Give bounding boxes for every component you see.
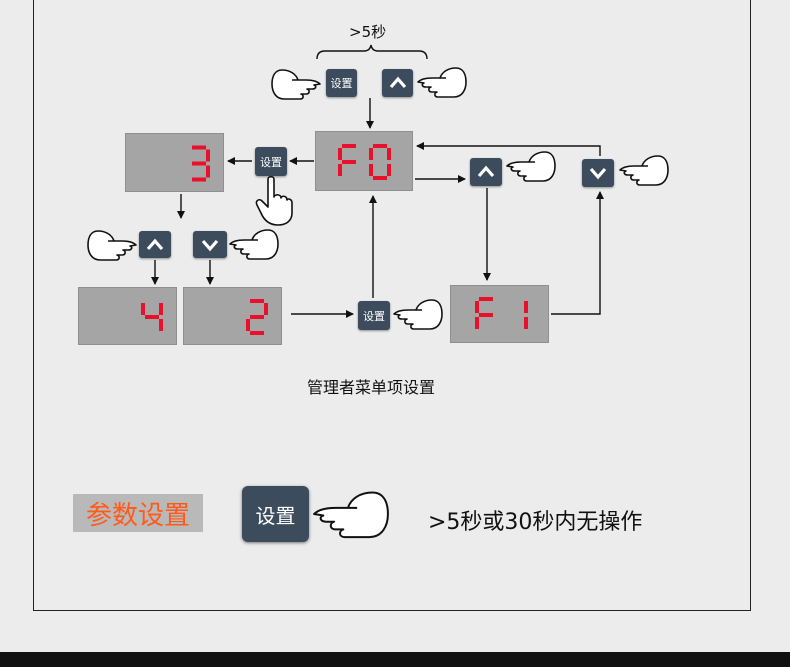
segment-c [159, 319, 163, 331]
display-4 [78, 287, 177, 345]
down-arrow-icon [201, 239, 219, 251]
segment-f [338, 148, 342, 160]
up-arrow-icon [389, 76, 406, 89]
segment-f [369, 148, 373, 160]
segment-b [387, 148, 391, 160]
up-button-right[interactable] [470, 158, 502, 186]
segment-a [250, 299, 264, 303]
segment-f [475, 301, 479, 313]
display-2 [183, 287, 282, 345]
display-f0-digits [338, 144, 391, 180]
hand-pointer-icon [619, 155, 669, 186]
display-3 [125, 133, 224, 192]
segment-g [479, 313, 493, 317]
hand-pointer-icon [271, 69, 321, 100]
segment-d [373, 176, 387, 180]
segment-c [387, 164, 391, 176]
segment-b [206, 149, 210, 162]
segment-b [159, 303, 163, 315]
hand-pointer-icon [229, 229, 279, 260]
segment-f [141, 303, 145, 315]
segment-c [524, 317, 528, 329]
segment-e [475, 317, 479, 329]
segment-a [342, 144, 356, 148]
display-2-digits [246, 299, 268, 335]
timer-label: >5秒 [349, 23, 387, 41]
segment-g [250, 315, 264, 319]
up-button-left[interactable] [139, 231, 171, 258]
display-f0 [315, 131, 413, 191]
down-arrow-icon [589, 167, 607, 180]
set-button-label: 设置 [363, 309, 385, 323]
segment-g [192, 161, 206, 166]
display-f1-digits [475, 297, 528, 329]
segment-a [373, 144, 387, 148]
segment-c [206, 165, 210, 178]
hand-pointer-icon [393, 299, 443, 330]
set-button-label: 设置 [330, 77, 353, 90]
set-button-bottom[interactable]: 设置 [358, 301, 390, 330]
segment-a [192, 145, 206, 150]
timeout-hint: >5秒或30秒内无操作 [428, 510, 643, 535]
display-f1 [450, 285, 549, 343]
up-arrow-icon [477, 165, 495, 178]
up-button-top[interactable] [382, 69, 413, 97]
hand-pointer-icon [313, 491, 389, 539]
set-button-label: 设置 [260, 155, 282, 169]
segment-g [342, 160, 356, 164]
segment-b [524, 301, 528, 313]
segment-d [250, 331, 264, 335]
hand-pointer-icon [87, 230, 137, 261]
up-arrow-icon [146, 238, 164, 250]
set-button-left[interactable]: 设置 [255, 147, 287, 176]
segment-e [369, 164, 373, 176]
segment-e [338, 164, 342, 176]
segment-a [479, 297, 493, 301]
segment-e [246, 319, 250, 331]
hand-pointer-icon [417, 67, 467, 98]
display-3-digits [192, 145, 210, 182]
segment-g [145, 315, 159, 319]
down-button-right[interactable] [582, 159, 614, 187]
set-button-legend[interactable]: 设置 [242, 486, 309, 542]
set-button-top[interactable]: 设置 [326, 69, 357, 97]
diagram-caption: 管理者菜单项设置 [307, 378, 436, 397]
segment-b [264, 303, 268, 315]
hand-pointer-icon [506, 151, 556, 182]
param-setting-label: 参数设置 [73, 494, 203, 532]
display-4-digits [141, 303, 163, 331]
down-button-left[interactable] [193, 231, 227, 258]
segment-d [192, 177, 206, 182]
page: >5秒 设置 设置 设置 [0, 0, 790, 652]
hand-press-icon [255, 175, 293, 226]
